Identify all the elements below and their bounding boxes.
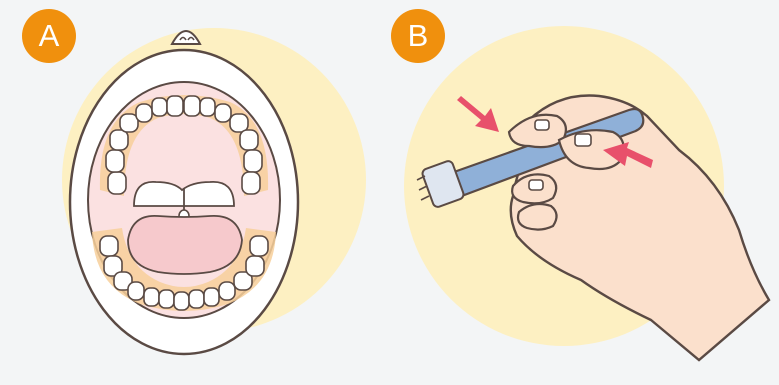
ring-finger <box>518 204 557 230</box>
panel-b-badge: B <box>391 9 445 63</box>
tongue <box>128 216 242 274</box>
panel-b: B <box>389 0 779 385</box>
toothbrush-grip-illustration <box>389 0 779 385</box>
panel-a: A <box>0 0 389 385</box>
panel-a-badge: A <box>22 9 76 63</box>
